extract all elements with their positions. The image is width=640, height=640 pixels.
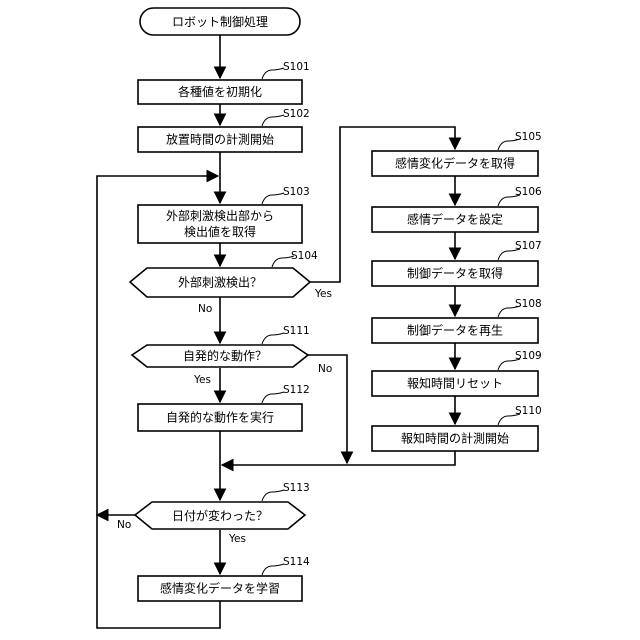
decision-s113-id: S113	[283, 482, 310, 494]
decision-s113-no: No	[117, 519, 131, 531]
decision-s104-yes: Yes	[314, 288, 332, 300]
decision-s104-label: 外部刺激検出？	[178, 275, 262, 290]
step-s109: 報知時間リセット S109	[372, 350, 542, 396]
step-s103-label-line1: 外部刺激検出部から	[166, 208, 274, 223]
decision-s113-leader	[262, 490, 284, 501]
loop-back-line	[97, 176, 220, 628]
decision-s104: 外部刺激検出？ S104 Yes No	[130, 250, 332, 315]
step-s103-leader	[262, 193, 284, 204]
decision-s111-no: No	[318, 363, 332, 375]
decision-s104-id: S104	[291, 250, 318, 262]
step-s106-label: 感情データを設定	[407, 212, 503, 227]
step-s105-id: S105	[515, 131, 542, 143]
step-s105-label: 感情変化データを取得	[395, 156, 515, 171]
step-s108-label: 制御データを再生	[407, 323, 503, 338]
step-s114-label: 感情変化データを学習	[160, 581, 280, 596]
step-s107-id: S107	[515, 240, 542, 252]
step-s112-leader	[262, 392, 284, 403]
step-s102-leader	[262, 115, 284, 126]
step-s102-label: 放置時間の計測開始	[166, 132, 274, 147]
start-label: ロボット制御処理	[172, 14, 268, 29]
decision-s111: 自発的な動作？ S111 Yes No	[132, 325, 332, 386]
step-s110-id: S110	[515, 405, 542, 417]
step-s101: 各種値を初期化 S101	[138, 61, 310, 104]
step-s109-id: S109	[515, 350, 542, 362]
decision-s111-yes: Yes	[193, 374, 211, 386]
step-s102: 放置時間の計測開始 S102	[138, 108, 310, 152]
step-s103: 外部刺激検出部から 検出値を取得 S103	[138, 186, 310, 243]
step-s114-id: S114	[283, 556, 310, 568]
step-s114: 感情変化データを学習 S114	[138, 556, 310, 601]
arrow-s110-to-merge	[222, 451, 455, 465]
decision-s113: 日付が変わった？ S113 No Yes	[117, 482, 310, 545]
step-s108-id: S108	[515, 298, 542, 310]
decision-s113-label: 日付が変わった？	[172, 508, 268, 523]
decision-s113-yes: Yes	[228, 533, 246, 545]
step-s106-id: S106	[515, 186, 542, 198]
step-s107-label: 制御データを取得	[407, 266, 503, 281]
step-s112-id: S112	[283, 384, 310, 396]
step-s107: 制御データを取得 S107	[372, 240, 542, 286]
step-s101-leader	[262, 68, 284, 79]
step-s103-label-line2: 検出値を取得	[184, 224, 256, 239]
step-s109-label: 報知時間リセット	[407, 377, 503, 391]
decision-s111-label: 自発的な動作？	[183, 348, 267, 363]
step-s114-leader	[262, 564, 284, 575]
decision-s111-leader	[262, 333, 284, 344]
step-s103-id: S103	[283, 186, 310, 198]
start-terminal: ロボット制御処理	[140, 8, 300, 35]
step-s110-label: 報知時間の計測開始	[401, 431, 509, 446]
step-s112: 自発的な動作を実行 S112	[138, 384, 310, 431]
decision-s111-id: S111	[283, 325, 310, 337]
step-s105: 感情変化データを取得 S105	[372, 131, 542, 176]
decision-s104-no: No	[198, 303, 212, 315]
step-s102-id: S102	[283, 108, 310, 120]
step-s106: 感情データを設定 S106	[372, 186, 542, 232]
step-s101-label: 各種値を初期化	[178, 84, 262, 99]
step-s108: 制御データを再生 S108	[372, 298, 542, 343]
step-s110: 報知時間の計測開始 S110	[372, 405, 542, 451]
step-s112-label: 自発的な動作を実行	[166, 410, 274, 425]
step-s101-id: S101	[283, 61, 310, 73]
